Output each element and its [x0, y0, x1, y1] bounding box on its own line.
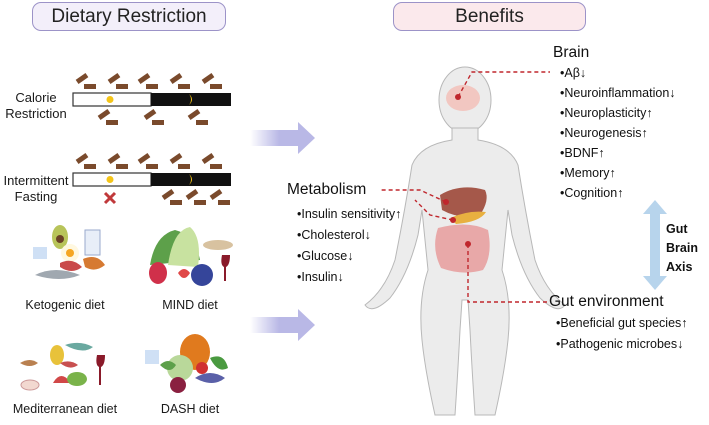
down-arrow-icon: ↓: [337, 270, 344, 284]
mind-diet-label: MIND diet: [162, 298, 218, 312]
moon-icon: [189, 94, 192, 105]
down-arrow-icon: ↓: [669, 86, 676, 100]
brain-item: •Memory↑: [560, 166, 616, 180]
up-arrow-icon: ↑: [681, 316, 688, 330]
food-blocks-bottom: [161, 189, 230, 205]
brain-item: •Neuroinflammation↓: [560, 86, 676, 100]
intermittent-fasting-timeline: [72, 153, 231, 205]
benefits-header: Benefits: [393, 2, 586, 31]
calorie-restriction-label: Calorie Restriction: [2, 90, 70, 122]
brain-title: Brain: [553, 44, 590, 61]
up-arrow-icon: ↑: [617, 186, 624, 200]
up-arrow-icon: ↑: [609, 166, 616, 180]
brain-item: •Aβ↓: [560, 66, 586, 80]
gut-item: •Beneficial gut species↑: [556, 316, 688, 330]
food-blocks-top: [75, 73, 222, 89]
brain-item-text: •Aβ: [560, 66, 580, 80]
calorie-label-line1: Calorie: [15, 90, 57, 105]
mediterranean-diet-illustration: [20, 342, 105, 391]
brain-item-text: •Neuroinflammation: [560, 86, 670, 100]
dashed-connectors: [380, 71, 550, 303]
bidirectional-arrow-icon: [643, 200, 667, 290]
right-arrow-top-icon: [250, 122, 315, 154]
fasting-label-line1: Intermittent: [3, 173, 69, 188]
gut-environment-title: Gut environment: [549, 293, 664, 310]
ketogenic-diet-illustration: [33, 225, 105, 279]
metabolism-item: •Insulin↓: [297, 270, 344, 284]
gut-item: •Pathogenic microbes↓: [556, 337, 683, 351]
human-body-figure: [364, 66, 566, 416]
brain-item: •BDNF↑: [560, 146, 605, 160]
metabolism-item-text: •Insulin sensitivity: [297, 207, 396, 221]
dash-diet-label: DASH diet: [160, 402, 220, 416]
up-arrow-icon: ↑: [641, 126, 648, 140]
brain-item-text: •Neurogenesis: [560, 126, 642, 140]
dietary-restriction-header: Dietary Restriction: [32, 2, 226, 31]
food-blocks-bottom: [97, 109, 208, 125]
intestines-organ: [435, 224, 490, 273]
moon-icon: [189, 174, 192, 185]
down-arrow-icon: ↓: [347, 249, 354, 263]
fasting-label-line2: Fasting: [14, 189, 58, 204]
brain-organ: [446, 85, 480, 111]
calorie-label-line2: Restriction: [5, 106, 67, 121]
ketogenic-diet-label: Ketogenic diet: [25, 298, 105, 312]
dash-diet-illustration: [145, 334, 228, 393]
liver-organ: [440, 187, 487, 217]
metabolism-item: •Glucose↓: [297, 249, 353, 263]
axis-line1: Gut: [666, 222, 688, 236]
down-arrow-icon: ↓: [677, 337, 684, 351]
cross-icon: [103, 191, 117, 205]
brain-item: •Neurogenesis↑: [560, 126, 648, 140]
metabolism-item: •Insulin sensitivity↑: [297, 207, 401, 221]
calorie-restriction-timeline: [72, 73, 231, 125]
brain-item-text: •Cognition: [560, 186, 618, 200]
gut-item-text: •Beneficial gut species: [556, 316, 682, 330]
metabolism-item: •Cholesterol↓: [297, 228, 371, 242]
pancreas-organ: [450, 211, 486, 224]
axis-line2: Brain: [666, 241, 698, 255]
up-arrow-icon: ↑: [646, 106, 653, 120]
down-arrow-icon: ↓: [579, 66, 587, 80]
brain-item-text: •Memory: [560, 166, 610, 180]
brain-item: •Cognition↑: [560, 186, 623, 200]
brain-item-text: •BDNF: [560, 146, 599, 160]
mediterranean-diet-label: Mediterranean diet: [12, 402, 118, 416]
sun-icon: [106, 96, 114, 103]
sun-icon: [106, 176, 114, 183]
intermittent-fasting-label: Intermittent Fasting: [0, 173, 72, 205]
right-arrow-bottom-icon: [250, 309, 315, 341]
mind-diet-illustration: [149, 227, 233, 286]
metabolism-item-text: •Insulin: [297, 270, 338, 284]
metabolism-item-text: •Cholesterol: [297, 228, 365, 242]
metabolism-title: Metabolism: [287, 181, 367, 198]
gut-brain-axis-label: Gut Brain Axis: [666, 220, 698, 277]
up-arrow-icon: ↑: [395, 207, 402, 221]
gut-item-text: •Pathogenic microbes: [556, 337, 678, 351]
up-arrow-icon: ↑: [598, 146, 605, 160]
down-arrow-icon: ↓: [364, 228, 371, 242]
axis-line3: Axis: [666, 260, 693, 274]
metabolism-item-text: •Glucose: [297, 249, 348, 263]
brain-item-text: •Neuroplasticity: [560, 106, 647, 120]
food-blocks-top: [75, 153, 222, 169]
brain-item: •Neuroplasticity↑: [560, 106, 653, 120]
